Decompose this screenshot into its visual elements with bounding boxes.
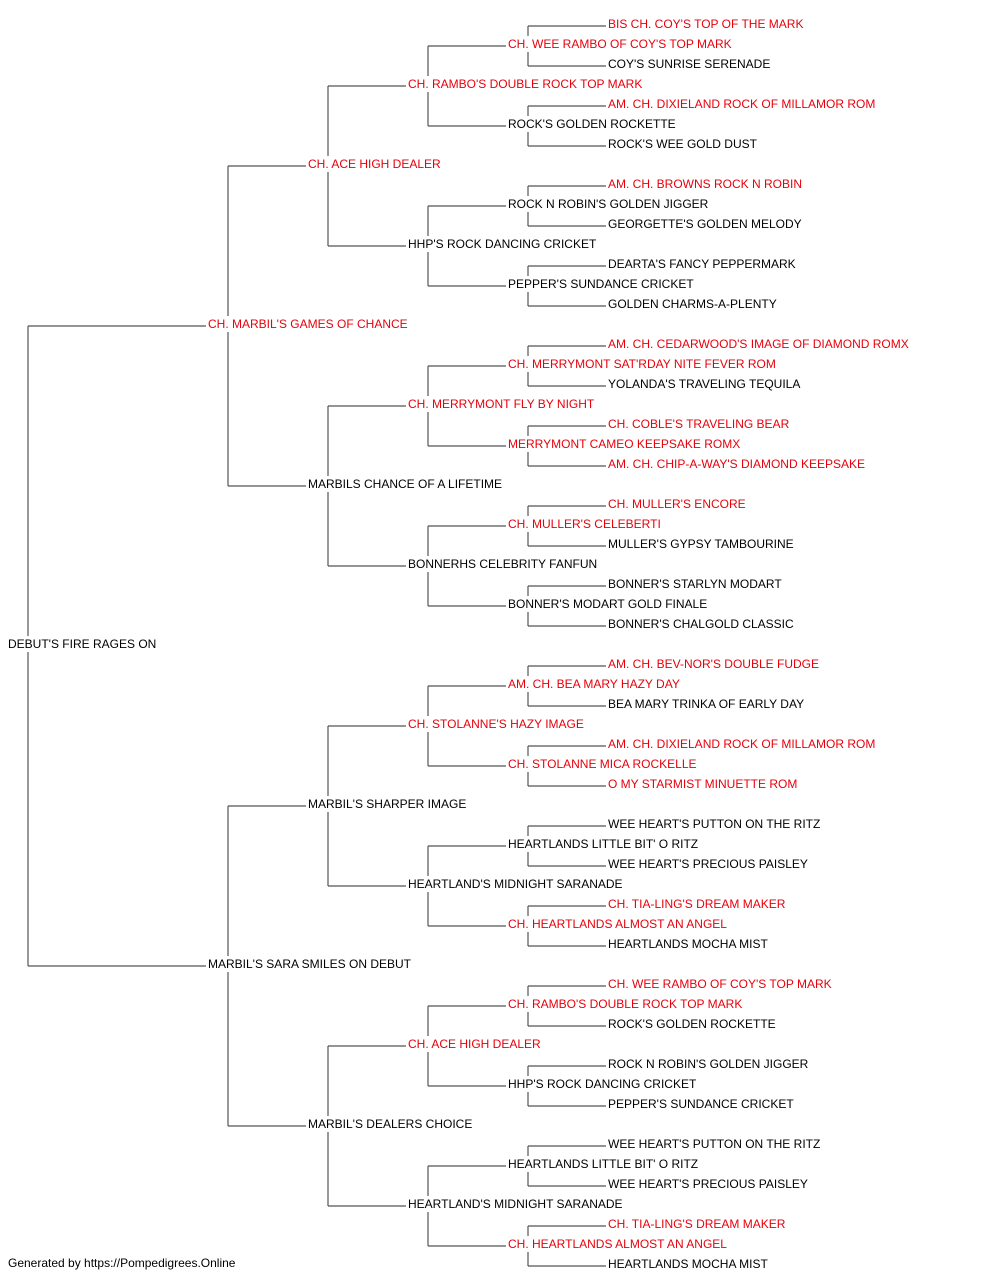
ancestor-name: MARBILS CHANCE OF A LIFETIME	[308, 477, 502, 491]
ancestor-name: CH. MARBIL'S GAMES OF CHANCE	[208, 317, 408, 331]
ancestor-name: HHP'S ROCK DANCING CRICKET	[408, 237, 597, 251]
ancestor-name: CH. WEE RAMBO OF COY'S TOP MARK	[608, 977, 832, 991]
ancestor-name: HHP'S ROCK DANCING CRICKET	[508, 1077, 697, 1091]
ancestor-name: WEE HEART'S PRECIOUS PAISLEY	[608, 1177, 808, 1191]
ancestor-name: AM. CH. BEV-NOR'S DOUBLE FUDGE	[608, 657, 819, 671]
ancestor-name: ROCK N ROBIN'S GOLDEN JIGGER	[508, 197, 709, 211]
ancestor-name: CH. MERRYMONT FLY BY NIGHT	[408, 397, 595, 411]
ancestor-name: ROCK'S WEE GOLD DUST	[608, 137, 758, 151]
ancestor-name: CH. MULLER'S ENCORE	[608, 497, 746, 511]
ancestor-name: MARBIL'S SHARPER IMAGE	[308, 797, 466, 811]
ancestor-name: BONNER'S STARLYN MODART	[608, 577, 782, 591]
ancestor-name: WEE HEART'S PRECIOUS PAISLEY	[608, 857, 808, 871]
subject-name: DEBUT'S FIRE RAGES ON	[8, 637, 156, 651]
ancestor-name: PEPPER'S SUNDANCE CRICKET	[608, 1097, 794, 1111]
ancestor-name: HEARTLANDS LITTLE BIT' O RITZ	[508, 837, 698, 851]
generated-by-footer: Generated by https://Pompedigrees.Online	[8, 1256, 236, 1270]
ancestor-name: BONNER'S MODART GOLD FINALE	[508, 597, 707, 611]
ancestor-name: AM. CH. BEA MARY HAZY DAY	[508, 677, 680, 691]
ancestor-name: HEARTLANDS LITTLE BIT' O RITZ	[508, 1157, 698, 1171]
ancestor-name: WEE HEART'S PUTTON ON THE RITZ	[608, 817, 820, 831]
ancestor-name: HEARTLAND'S MIDNIGHT SARANADE	[408, 877, 623, 891]
ancestor-name: PEPPER'S SUNDANCE CRICKET	[508, 277, 694, 291]
ancestor-name: CH. HEARTLANDS ALMOST AN ANGEL	[508, 1237, 727, 1251]
ancestor-name: ROCK'S GOLDEN ROCKETTE	[508, 117, 676, 131]
ancestor-name: ROCK N ROBIN'S GOLDEN JIGGER	[608, 1057, 809, 1071]
ancestor-name: CH. TIA-LING'S DREAM MAKER	[608, 897, 786, 911]
ancestor-name: MULLER'S GYPSY TAMBOURINE	[608, 537, 794, 551]
ancestor-name: CH. HEARTLANDS ALMOST AN ANGEL	[508, 917, 727, 931]
ancestor-name: COY'S SUNRISE SERENADE	[608, 57, 770, 71]
ancestor-name: GOLDEN CHARMS-A-PLENTY	[608, 297, 777, 311]
ancestor-name: CH. STOLANNE MICA ROCKELLE	[508, 757, 697, 771]
ancestor-name: CH. RAMBO'S DOUBLE ROCK TOP MARK	[408, 77, 642, 91]
ancestor-name: AM. CH. CEDARWOOD'S IMAGE OF DIAMOND ROM…	[608, 337, 909, 351]
ancestor-name: CH. STOLANNE'S HAZY IMAGE	[408, 717, 584, 731]
ancestor-name: CH. MULLER'S CELEBERTI	[508, 517, 661, 531]
ancestor-name: MARBIL'S SARA SMILES ON DEBUT	[208, 957, 412, 971]
ancestor-name: MERRYMONT CAMEO KEEPSAKE ROMX	[508, 437, 740, 451]
ancestor-name: CH. MERRYMONT SAT'RDAY NITE FEVER ROM	[508, 357, 776, 371]
ancestor-name: YOLANDA'S TRAVELING TEQUILA	[608, 377, 800, 391]
ancestor-name: CH. RAMBO'S DOUBLE ROCK TOP MARK	[508, 997, 742, 1011]
ancestor-name: CH. WEE RAMBO OF COY'S TOP MARK	[508, 37, 732, 51]
ancestor-name: DEARTA'S FANCY PEPPERMARK	[608, 257, 796, 271]
ancestor-name: BONNERHS CELEBRITY FANFUN	[408, 557, 597, 571]
ancestor-name: AM. CH. CHIP-A-WAY'S DIAMOND KEEPSAKE	[608, 457, 865, 471]
ancestor-name: BEA MARY TRINKA OF EARLY DAY	[608, 697, 804, 711]
ancestor-name: BIS CH. COY'S TOP OF THE MARK	[608, 17, 803, 31]
ancestor-name: CH. TIA-LING'S DREAM MAKER	[608, 1217, 786, 1231]
ancestor-name: CH. ACE HIGH DEALER	[408, 1037, 541, 1051]
ancestor-name: WEE HEART'S PUTTON ON THE RITZ	[608, 1137, 820, 1151]
ancestor-name: ROCK'S GOLDEN ROCKETTE	[608, 1017, 776, 1031]
ancestor-name: CH. COBLE'S TRAVELING BEAR	[608, 417, 790, 431]
ancestor-name: GEORGETTE'S GOLDEN MELODY	[608, 217, 802, 231]
ancestor-name: AM. CH. DIXIELAND ROCK OF MILLAMOR ROM	[608, 97, 875, 111]
ancestor-name: HEARTLANDS MOCHA MIST	[608, 1257, 768, 1271]
ancestor-name: MARBIL'S DEALERS CHOICE	[308, 1117, 472, 1131]
ancestor-name: BONNER'S CHALGOLD CLASSIC	[608, 617, 794, 631]
ancestor-name: HEARTLANDS MOCHA MIST	[608, 937, 768, 951]
ancestor-name: AM. CH. BROWNS ROCK N ROBIN	[608, 177, 802, 191]
ancestor-name: CH. ACE HIGH DEALER	[308, 157, 441, 171]
ancestor-name: HEARTLAND'S MIDNIGHT SARANADE	[408, 1197, 623, 1211]
ancestor-name: O MY STARMIST MINUETTE ROM	[608, 777, 797, 791]
ancestor-name: AM. CH. DIXIELAND ROCK OF MILLAMOR ROM	[608, 737, 875, 751]
